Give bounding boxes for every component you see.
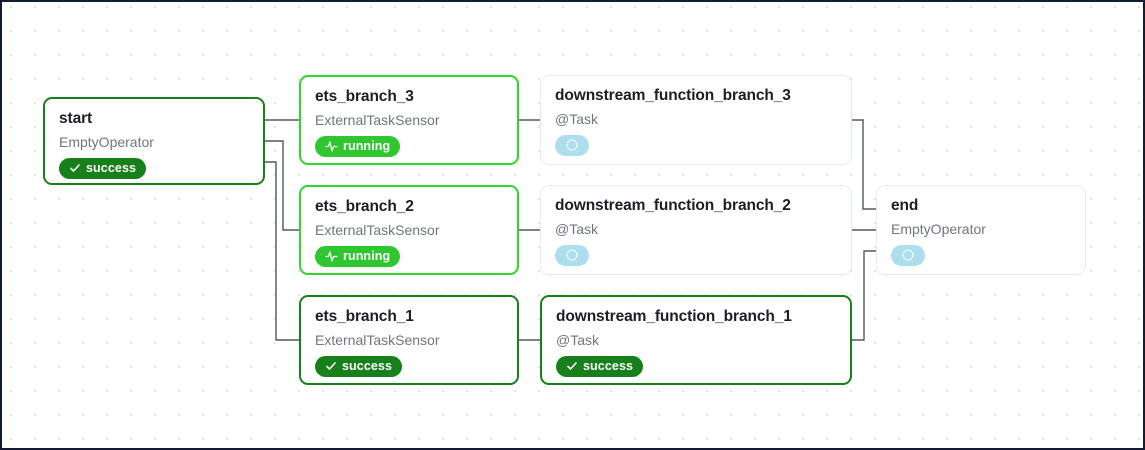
task-node-title: ets_branch_3 xyxy=(315,88,414,105)
activity-pulse-icon xyxy=(325,140,338,153)
task-node-operator: @Task xyxy=(555,220,598,237)
status-badge-success[interactable]: success xyxy=(556,355,644,377)
task-node-operator: @Task xyxy=(556,331,599,348)
edge-start-to-ets_branch_2 xyxy=(265,140,299,231)
task-node-operator: EmptyOperator xyxy=(891,220,986,237)
task-node-title: end xyxy=(891,197,919,214)
dashed-circle-icon xyxy=(565,138,579,152)
task-node-operator: ExternalTaskSensor xyxy=(315,221,440,238)
status-badge-label: success xyxy=(583,359,634,374)
task-node-title: downstream_function_branch_3 xyxy=(555,87,791,104)
task-node-title: start xyxy=(59,110,93,127)
dashed-circle-icon xyxy=(901,248,915,262)
status-badge-label: success xyxy=(86,161,137,176)
check-icon xyxy=(325,360,337,372)
edge-downstream_function_branch_1-to-end xyxy=(852,250,876,341)
task-node-downstream_function_branch_2[interactable]: downstream_function_branch_2 @Task xyxy=(540,185,852,275)
status-badge-success[interactable]: success xyxy=(315,355,403,377)
activity-pulse-icon xyxy=(325,250,338,263)
status-badge-no_status[interactable] xyxy=(555,134,589,156)
check-icon xyxy=(69,162,81,174)
task-node-operator: @Task xyxy=(555,110,598,127)
status-badge-success[interactable]: success xyxy=(59,157,147,179)
task-node-operator: ExternalTaskSensor xyxy=(315,331,440,348)
task-node-downstream_function_branch_1[interactable]: downstream_function_branch_1 @Task success xyxy=(540,295,852,385)
status-badge-label: success xyxy=(342,359,393,374)
status-badge-label: running xyxy=(343,249,391,264)
edge-downstream_function_branch_3-to-end xyxy=(852,119,876,210)
edge-start-to-ets_branch_1 xyxy=(265,161,299,341)
task-node-title: downstream_function_branch_1 xyxy=(556,308,792,325)
task-node-operator: EmptyOperator xyxy=(59,133,154,150)
task-node-title: ets_branch_2 xyxy=(315,198,414,215)
status-badge-no_status[interactable] xyxy=(555,244,589,266)
task-node-operator: ExternalTaskSensor xyxy=(315,111,440,128)
dashed-circle-icon xyxy=(565,248,579,262)
task-node-title: ets_branch_1 xyxy=(315,308,414,325)
task-node-downstream_function_branch_3[interactable]: downstream_function_branch_3 @Task xyxy=(540,75,852,165)
status-badge-running[interactable]: running xyxy=(315,135,401,157)
status-badge-no_status[interactable] xyxy=(891,244,925,266)
check-icon xyxy=(566,360,578,372)
task-node-title: downstream_function_branch_2 xyxy=(555,197,791,214)
status-badge-label: running xyxy=(343,139,391,154)
status-badge-running[interactable]: running xyxy=(315,245,401,267)
